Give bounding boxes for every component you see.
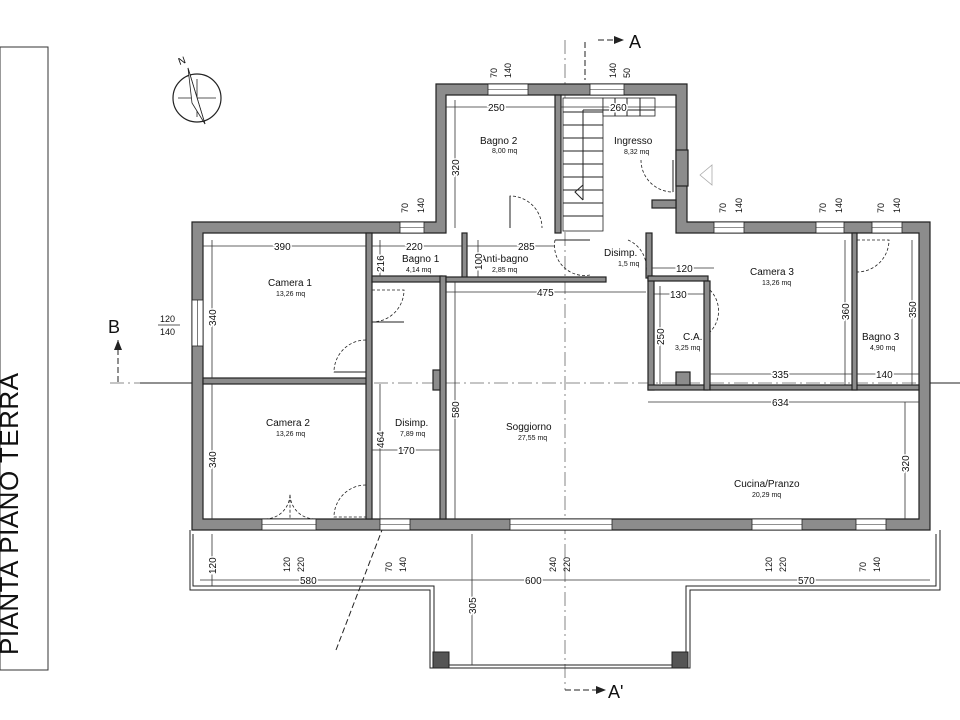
dimension-lines [200, 100, 930, 665]
window-dim: 70 [489, 68, 499, 78]
room-area: 13,26 mq [276, 431, 305, 438]
window-dim: 140 [892, 198, 902, 213]
room-name: Anti-bagno [480, 254, 529, 265]
window-dim: 220 [778, 557, 788, 572]
window-dim: 120 [160, 314, 175, 324]
entry-arrow-icon [699, 164, 713, 186]
room-area: 27,55 mq [518, 435, 547, 442]
window-dim: 240 [548, 557, 558, 572]
dimension-labels: 250 260 320 390 220 285 216 100 475 120 … [207, 102, 921, 616]
window-dim: 140 [503, 63, 513, 78]
dim-label: 130 [670, 290, 687, 301]
section-label-a: A [629, 32, 641, 52]
room-area: 2,85 mq [492, 267, 517, 274]
window-dim: 120 [764, 557, 774, 572]
dim-label: 464 [376, 431, 387, 448]
dim-label: 220 [406, 242, 423, 253]
window-dim: 140 [834, 198, 844, 213]
interior-walls [202, 94, 920, 520]
room-name: Bagno 3 [862, 332, 900, 343]
plan-title: PIANTA PIANO TERRA [0, 372, 24, 655]
window-dim: 140 [416, 198, 426, 213]
terrace [189, 529, 941, 669]
room-area: 3,25 mq [675, 345, 700, 352]
dim-label: 320 [451, 159, 462, 176]
dim-label: 360 [841, 303, 852, 320]
room-name: Ingresso [614, 136, 653, 147]
window-dim: 70 [718, 203, 728, 213]
window-dim: 70 [818, 203, 828, 213]
room-area: 4,14 mq [406, 267, 431, 274]
room-name: Camera 2 [266, 418, 310, 429]
dim-label: 260 [610, 103, 627, 114]
dim-label: 350 [908, 301, 919, 318]
room-name: Bagno 1 [402, 254, 440, 265]
dim-label: 340 [208, 309, 219, 326]
room-name: Camera 3 [750, 267, 794, 278]
window-dim: 140 [734, 198, 744, 213]
dim-label: 580 [300, 576, 317, 587]
dim-label: 100 [474, 253, 485, 270]
dim-label: 170 [398, 446, 415, 457]
dim-label: 570 [798, 576, 815, 587]
dim-label: 634 [772, 398, 789, 409]
dim-label: 475 [537, 288, 554, 299]
dim-label: 120 [208, 557, 219, 574]
room-area: 1,5 mq [618, 261, 640, 268]
window-dim: 140 [160, 327, 175, 337]
window-dim: 140 [872, 557, 882, 572]
window-dim: 70 [400, 203, 410, 213]
window-labels: 70 140 140 50 70 140 70 140 70 140 70 14… [158, 63, 902, 572]
dim-label: 120 [676, 264, 693, 275]
window-dim: 70 [858, 562, 868, 572]
title-frame [0, 46, 49, 671]
dim-label: 600 [525, 576, 542, 587]
doors [264, 159, 890, 520]
dim-label: 390 [274, 242, 291, 253]
window-dim: 120 [282, 557, 292, 572]
north-arrow-icon [172, 67, 222, 125]
window-dim: 220 [562, 557, 572, 572]
room-name: Bagno 2 [480, 136, 518, 147]
room-area: 8,00 mq [492, 148, 517, 155]
room-area: 4,90 mq [870, 345, 895, 352]
window-dim: 50 [622, 68, 632, 78]
section-label-b: B [108, 317, 120, 337]
room-labels: Bagno 2 8,00 mq Ingresso 8,32 mq Camera … [266, 136, 900, 499]
dim-label: 140 [876, 370, 893, 381]
dim-label: 250 [488, 103, 505, 114]
window-dim: 220 [296, 557, 306, 572]
room-area: 20,29 mq [752, 492, 781, 499]
dim-label: 216 [376, 255, 387, 272]
window-dim: 70 [384, 562, 394, 572]
dim-label: 335 [772, 370, 789, 381]
room-name: C.A. [683, 332, 702, 343]
north-label: N [177, 55, 188, 68]
room-area: 13,26 mq [762, 280, 791, 287]
window-dim: 70 [876, 203, 886, 213]
dim-label: 250 [656, 328, 667, 345]
dim-label: 580 [451, 401, 462, 418]
room-name: Disimp. [604, 248, 637, 259]
dim-label: 320 [901, 455, 912, 472]
room-name: Disimp. [395, 418, 428, 429]
dim-label: 340 [208, 451, 219, 468]
dim-label: 305 [468, 597, 479, 614]
room-area: 13,26 mq [276, 291, 305, 298]
section-label-a-prime: A' [608, 682, 623, 702]
room-area: 8,32 mq [624, 149, 649, 156]
room-name: Soggiorno [506, 422, 552, 433]
staircase [562, 97, 656, 232]
dim-label: 285 [518, 242, 535, 253]
window-dim: 140 [398, 557, 408, 572]
room-area: 7,89 mq [400, 431, 425, 438]
room-name: Camera 1 [268, 278, 312, 289]
room-name: Cucina/Pranzo [734, 479, 800, 490]
windows [191, 83, 903, 531]
window-dim: 140 [608, 63, 618, 78]
